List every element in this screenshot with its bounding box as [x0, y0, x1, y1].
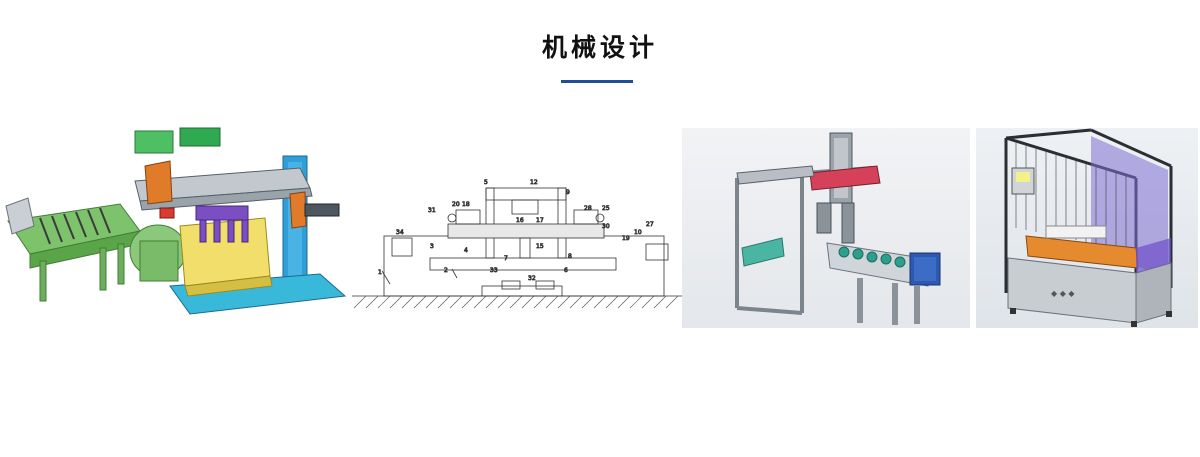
schematic-label: 1 — [378, 269, 382, 276]
schematic-label: 25 — [602, 205, 610, 212]
machine-image-3 — [682, 128, 970, 328]
schematic-label: 9 — [566, 189, 570, 196]
machine-image-4: ◆ ◆ ◆ — [976, 128, 1198, 328]
schematic-label: 20 — [452, 201, 460, 208]
schematic-label: 28 — [584, 205, 592, 212]
schematic-label: 10 — [634, 229, 642, 236]
schematic-label: 8 — [568, 253, 572, 260]
schematic-label: 32 — [528, 275, 536, 282]
schematic-label: 18 — [462, 201, 470, 208]
schematic-label: 19 — [622, 235, 630, 242]
schematic-label: 7 — [504, 255, 508, 262]
schematic-label: 15 — [536, 243, 544, 250]
schematic-label: 30 — [602, 223, 610, 230]
schematic-label: 27 — [646, 221, 654, 228]
schematic-label: 5 — [484, 179, 488, 186]
schematic-label: 17 — [536, 217, 544, 224]
title-underline — [561, 80, 633, 83]
schematic-label: 3 — [430, 243, 434, 250]
schematic-label: 31 — [428, 207, 436, 214]
svg-text:◆ ◆ ◆: ◆ ◆ ◆ — [1051, 289, 1075, 298]
schematic-label: 34 — [396, 229, 404, 236]
schematic-label: 6 — [564, 267, 568, 274]
schematic-label: 4 — [464, 247, 468, 254]
machine-image-1 — [0, 126, 352, 326]
schematic-label: 12 — [530, 179, 538, 186]
schematic-label: 2 — [444, 267, 448, 274]
schematic-label: 16 — [516, 217, 524, 224]
section-title: 机械设计 — [541, 33, 658, 62]
schematic-label: 33 — [490, 267, 498, 274]
